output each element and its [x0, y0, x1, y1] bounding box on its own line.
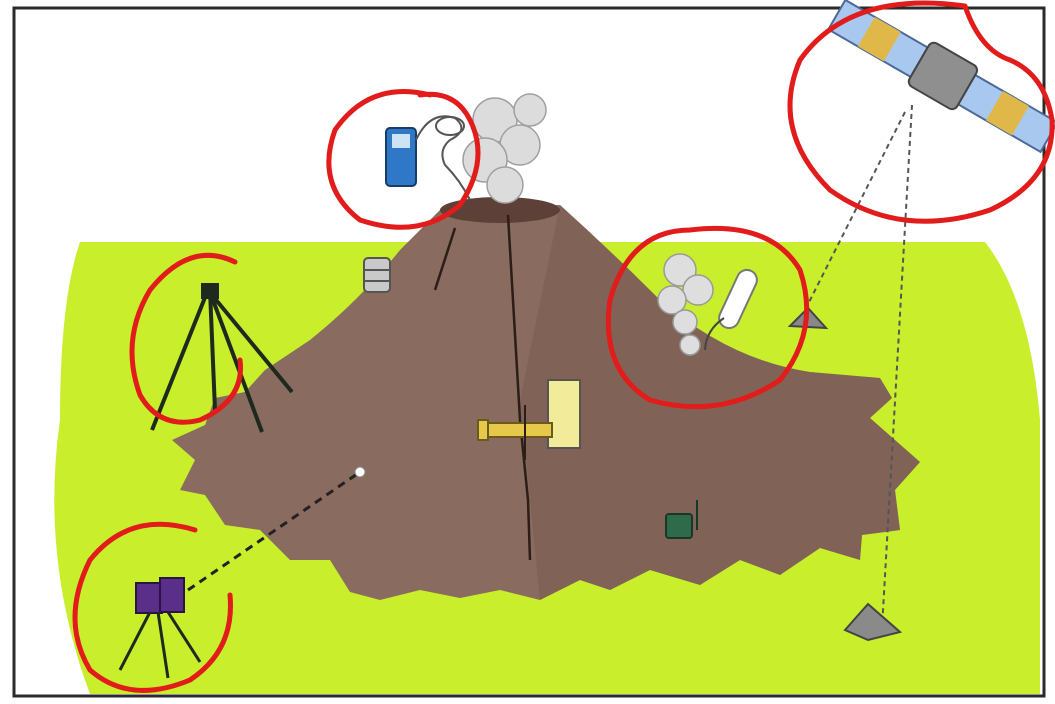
canister-icon: [364, 258, 390, 292]
